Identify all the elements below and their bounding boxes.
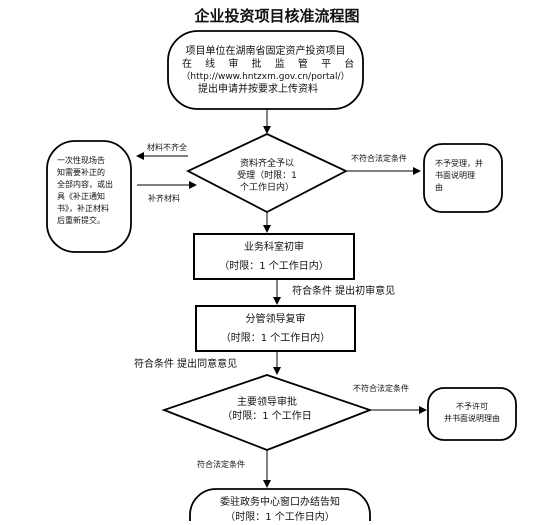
label-legal: 符合法定条件 <box>197 460 245 469</box>
left-note-line-3: 全部内容，或出 <box>57 180 113 189</box>
label-supplement: 补齐材料 <box>148 194 180 203</box>
label-agree: 符合条件 提出同意意见 <box>134 359 238 370</box>
second-review-box <box>195 305 356 352</box>
label-incomplete: 材料不齐全 <box>147 143 187 152</box>
reject-1-line-1: 不予受理，并 <box>435 159 483 168</box>
left-note-box <box>46 140 132 253</box>
final-box <box>189 488 371 521</box>
reject-box-2 <box>427 387 517 441</box>
first-review-time: （时限：1 个工作日内） <box>219 261 329 272</box>
label-not-accept-2: 不符合法定条件 <box>353 384 409 393</box>
label-not-accept-1: 不符合法定条件 <box>351 154 407 163</box>
start-line-2: 在 线 审 批 监 管 平 台 <box>182 59 355 70</box>
check-line-2: 受理（时限：1 <box>237 171 297 181</box>
approval-title: 主要领导审批 <box>237 397 297 408</box>
left-note-line-4: 具《补正通知 <box>57 192 105 201</box>
left-note-line-1: 一次性现场告 <box>57 156 105 165</box>
first-review-title: 业务科室初审 <box>244 242 304 253</box>
approval-time: （时限：1 个工作日 <box>222 411 312 422</box>
first-review-box <box>193 233 355 280</box>
second-review-title: 分管领导复审 <box>245 314 306 325</box>
reject-box-1 <box>423 143 503 213</box>
left-note-line-5: 书》，补正材料 <box>57 204 109 213</box>
start-line-3: （http://www.hntzxm.gov.cn/portal/） <box>181 72 350 82</box>
reject-2-line-1: 不予许可 <box>456 402 488 411</box>
reject-2-line-2: 并书面说明理由 <box>444 414 500 423</box>
final-title: 委驻政务中心窗口办结告知 <box>220 497 340 508</box>
check-line-1: 资料齐全予以 <box>239 159 294 169</box>
reject-1-line-3: 由 <box>435 183 443 192</box>
start-box <box>167 30 364 110</box>
start-line-4: 提出申请并按要求上传资料 <box>198 84 318 95</box>
left-note-line-2: 知需要补正的 <box>57 168 105 177</box>
left-note-line-6: 后重新提交。 <box>57 216 105 225</box>
second-review-time: （时限：1 个工作日内） <box>220 333 331 344</box>
final-time: （时限：1 个工作日内） <box>225 512 335 523</box>
label-first-review: 符合条件 提出初审意见 <box>292 286 396 297</box>
start-line-1: 项目单位在湖南省固定资产投资项目 <box>185 46 346 57</box>
reject-1-line-2: 书面说明理 <box>435 171 475 180</box>
check-line-3: 个工作日内） <box>239 183 294 193</box>
page-title: 企业投资项目核准流程图 <box>194 7 360 25</box>
